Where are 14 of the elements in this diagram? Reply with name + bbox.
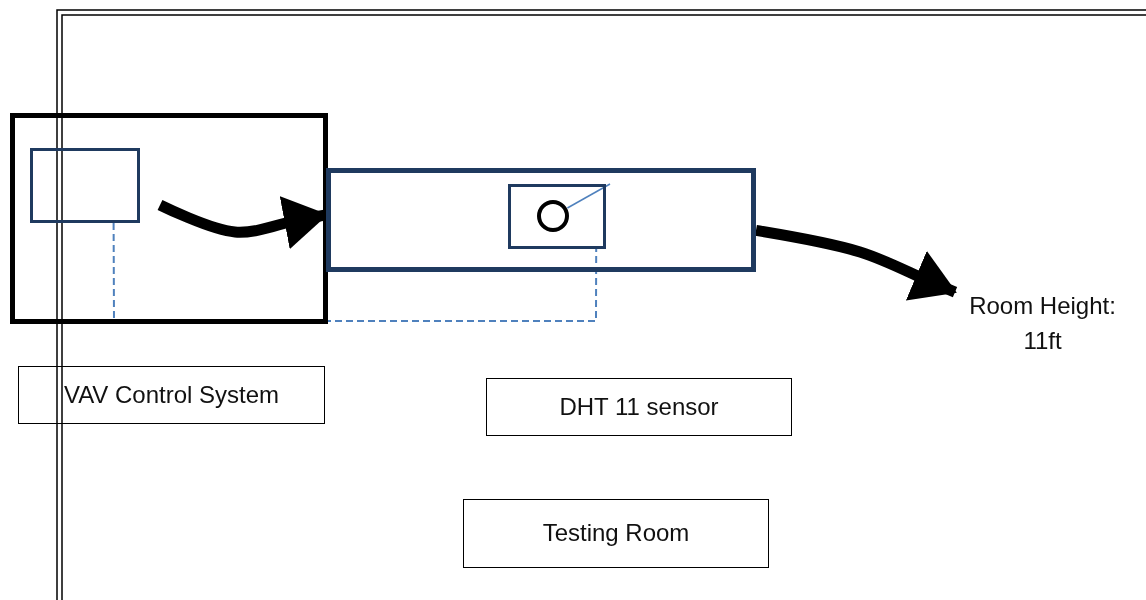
controller-box — [30, 148, 140, 223]
label-box — [486, 378, 792, 436]
label-text: Testing Room — [542, 518, 690, 549]
room-height-label: Room Height: 11ft — [955, 282, 1130, 366]
sensor-lead — [566, 183, 611, 209]
label-box — [18, 366, 325, 424]
air-duct — [326, 168, 756, 272]
sensor-housing — [508, 184, 606, 249]
label-text: DHT 11 sensor — [559, 391, 719, 422]
sensor-circle — [537, 200, 569, 232]
label-box — [463, 499, 769, 568]
curved-arrow — [755, 224, 958, 301]
vav-unit-box — [10, 113, 328, 324]
label-text: VAV Control System — [63, 379, 280, 410]
